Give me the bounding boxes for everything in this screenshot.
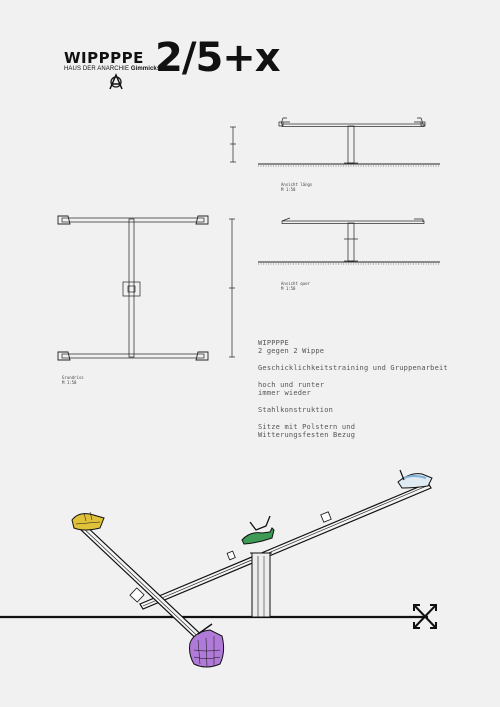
plan-view-caption-scale: M 1:50 [62,380,77,385]
plan-view-drawing [57,215,235,361]
front-view-caption: Ansicht quer M 1:50 [281,281,310,291]
side-view-caption: Ansicht längs M 1:50 [281,182,312,192]
seat-yellow [71,511,105,531]
description-line: Sitze mit Polstern und [258,423,356,431]
description-line: hoch und runter [258,381,325,389]
brand-title: WIPPPPE [64,49,144,67]
brand-subtitle-strong: Gimmicks [130,66,161,72]
description-line: Stahlkonstruktion [258,406,334,414]
long-beam [139,482,432,610]
plan-view-caption-title: Grundriss [62,375,84,380]
plan-view-caption: Grundriss M 1:50 [62,375,84,385]
seat-green [241,515,275,545]
side-view-caption-scale: M 1:50 [281,187,296,192]
brand-number-label: 2/5+x [155,35,281,81]
front-view-drawing [258,217,440,265]
description-line: immer wieder [258,389,311,397]
front-view-caption-title: Ansicht quer [281,281,310,286]
description-line: Geschicklichkeitstraining und Gruppenarb… [258,364,448,372]
side-view-drawing [230,117,440,167]
expand-arrows-icon [413,604,437,629]
seat-blue [397,469,433,489]
description-subtitle: 2 gegen 2 Wippe [258,347,325,355]
description-line: Witterungsfesten Bezug [258,431,356,439]
description-name: WIPPPPE [258,339,289,347]
brand-subtitle: HAUS DER ANARCHIE Gimmicks [64,66,160,72]
front-view-caption-scale: M 1:50 [281,286,296,291]
center-post [250,552,272,618]
seat-purple [189,623,225,668]
brand-subtitle-prefix: HAUS DER ANARCHIE [64,66,131,72]
side-view-caption-title: Ansicht längs [281,182,313,187]
description-block: WIPPPPE 2 gegen 2 Wippe Geschicklichkeit… [258,339,448,439]
